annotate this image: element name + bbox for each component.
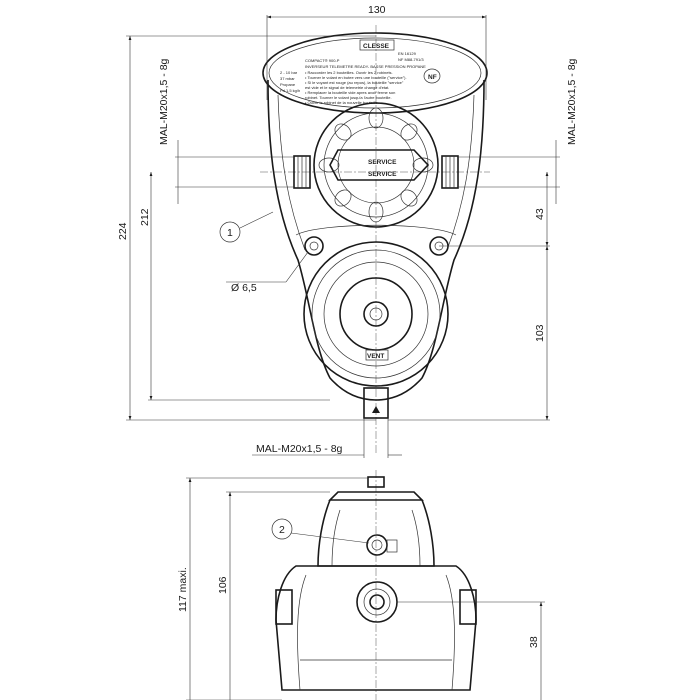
svg-text:• Ouvrir le robinet de la nouv: • Ouvrir le robinet de la nouvelle boute…	[305, 100, 379, 105]
svg-text:NF M88-791/3: NF M88-791/3	[398, 57, 424, 62]
svg-text:CLESSE: CLESSE	[363, 43, 390, 50]
callout-1: 1	[219, 211, 274, 243]
left-outlet-fitting	[293, 155, 311, 189]
svg-text:Pd 1,5 kg/h: Pd 1,5 kg/h	[280, 88, 300, 93]
svg-text:• Raccorder les 2 bouteilles.: • Raccorder les 2 bouteilles. Ouvrir les…	[305, 70, 393, 75]
brand-badge	[359, 39, 395, 51]
svg-text:Propane: Propane	[280, 82, 296, 87]
svg-text:NF: NF	[428, 74, 437, 81]
top-dimensions: 130 MAL-M20x1,5 - 8g MAL-M20x1,5 - 8g 22…	[117, 4, 578, 458]
changeover-handwheel: SERVICE SERVICE	[313, 102, 439, 228]
side-outlet	[356, 581, 398, 623]
dim-width-130: 130	[368, 4, 386, 16]
nf-logo	[423, 68, 441, 84]
dim-height-212: 212	[139, 208, 151, 226]
svg-text:37 mbar: 37 mbar	[280, 76, 295, 81]
bottom-outlet	[363, 387, 389, 419]
side-dimensions: 117 maxi. 106 38	[177, 477, 545, 700]
dim-43: 43	[534, 208, 546, 220]
dim-38: 38	[528, 636, 540, 648]
fixing-hole-left	[304, 236, 324, 256]
svg-text:VENT: VENT	[367, 353, 384, 360]
regulator-body	[267, 79, 485, 401]
side-lower-body	[275, 565, 477, 691]
top-view: NF CLESSE COMPACT® 900-P EN 16129 NF M88…	[260, 25, 490, 455]
dim-height-106: 106	[217, 576, 229, 594]
right-outlet-fitting	[441, 155, 459, 189]
regulator-dome: VENT	[303, 241, 449, 387]
dim-height-117: 117 maxi.	[177, 567, 189, 612]
dim-thread-bottom: MAL-M20x1,5 - 8g	[256, 443, 343, 455]
svg-text:est vide et le signal de telem: est vide et le signal de telemetrie chan…	[305, 85, 389, 90]
svg-text:SERVICE: SERVICE	[368, 171, 397, 178]
dim-thread-left: MAL-M20x1,5 - 8g	[158, 58, 170, 145]
side-view	[275, 470, 477, 700]
svg-text:• Tourner le volant en butee v: • Tourner le volant en butee vers une bo…	[305, 75, 407, 80]
svg-text:robinet. Tourner le volant jus: robinet. Tourner le volant jusqu'a l'aut…	[305, 95, 392, 100]
svg-text:1: 1	[227, 227, 233, 239]
svg-text:INVERSEUR TELEMETRE READY- BAS: INVERSEUR TELEMETRE READY- BASSE PRESSIO…	[305, 64, 426, 69]
callout-2: 2	[271, 518, 370, 544]
svg-text:EN 16129: EN 16129	[398, 51, 417, 56]
svg-text:COMPACT® 900-P: COMPACT® 900-P	[305, 58, 340, 63]
svg-text:SERVICE: SERVICE	[368, 159, 397, 166]
dim-103: 103	[534, 324, 546, 342]
svg-text:• Remplacer la bouteille vide: • Remplacer la bouteille vide apres avoi…	[305, 90, 395, 95]
dim-thread-right: MAL-M20x1,5 - 8g	[566, 58, 578, 145]
svg-text:2: 2	[279, 524, 285, 536]
dim-hole-diameter: Ø 6,5	[231, 282, 257, 294]
svg-text:2 - 10 bar: 2 - 10 bar	[280, 70, 298, 75]
dim-height-224: 224	[117, 222, 129, 240]
svg-text:• Si le voyant est rouge (au r: • Si le voyant est rouge (au repos), la …	[305, 80, 404, 85]
